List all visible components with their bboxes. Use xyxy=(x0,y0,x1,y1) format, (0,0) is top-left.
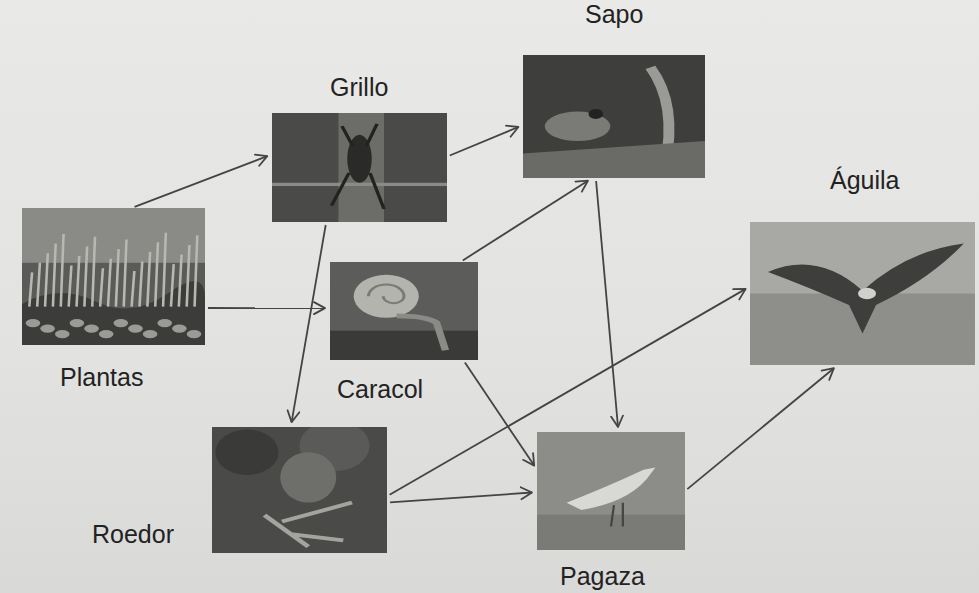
species-label: Plantas xyxy=(60,365,143,390)
photo xyxy=(212,427,387,553)
species-label: Sapo xyxy=(585,2,643,27)
photo-node: Águila xyxy=(750,222,975,365)
photo-node: Roedor xyxy=(212,427,387,553)
food-arrow xyxy=(292,225,326,422)
food-arrow xyxy=(465,363,534,466)
photo-node: Plantas xyxy=(22,208,205,345)
food-arrow xyxy=(390,493,532,503)
photo-node: Caracol xyxy=(330,262,478,360)
food-arrow xyxy=(450,127,519,156)
food-arrow xyxy=(596,181,618,427)
photo xyxy=(537,432,685,550)
food-arrow xyxy=(135,156,268,207)
photo-node: Pagaza xyxy=(537,432,685,550)
photo xyxy=(22,208,205,345)
photo-node: Sapo xyxy=(523,55,705,178)
photo xyxy=(750,222,975,365)
photo xyxy=(330,262,478,360)
species-label: Roedor xyxy=(92,522,174,547)
photo-node: Grillo xyxy=(272,113,447,222)
species-label: Caracol xyxy=(337,377,423,402)
species-label: Grillo xyxy=(330,75,388,100)
photo xyxy=(523,55,705,178)
species-label: Pagaza xyxy=(560,564,645,589)
food-arrow xyxy=(208,307,325,309)
photo xyxy=(272,113,447,222)
food-arrow xyxy=(463,181,588,261)
species-label: Águila xyxy=(830,168,900,193)
food-arrow xyxy=(687,368,834,489)
